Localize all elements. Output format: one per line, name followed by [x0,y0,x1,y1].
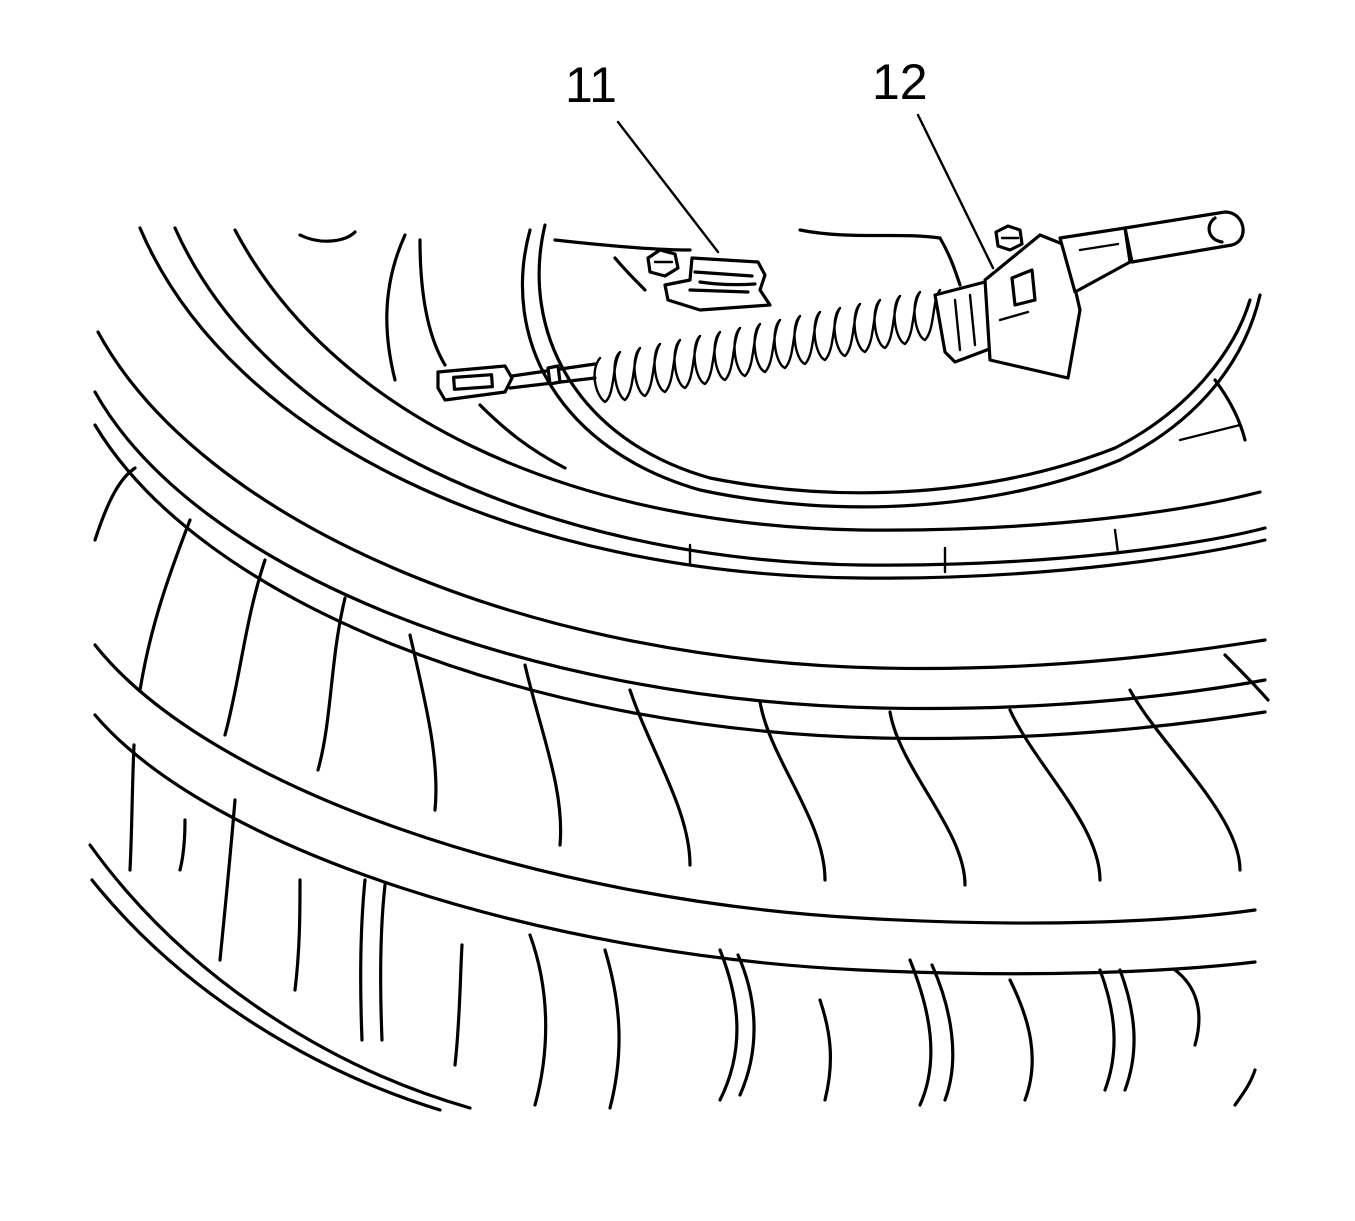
return-spring [593,288,942,404]
tread-upper [93,466,1270,887]
bolt-right [994,224,1024,252]
tread-lower [128,743,1257,1110]
tire-outline [88,226,1267,1112]
sidewall-marks [688,423,1242,574]
callout-12: 12 [872,54,928,110]
leader-line-11 [616,120,720,254]
callout-11: 11 [565,57,617,113]
bolt-left [646,248,680,278]
leader-line-12 [916,113,995,270]
cable-clip-bracket [663,256,772,312]
leader-lines [616,113,995,270]
parking-brake-cable [436,210,1245,404]
